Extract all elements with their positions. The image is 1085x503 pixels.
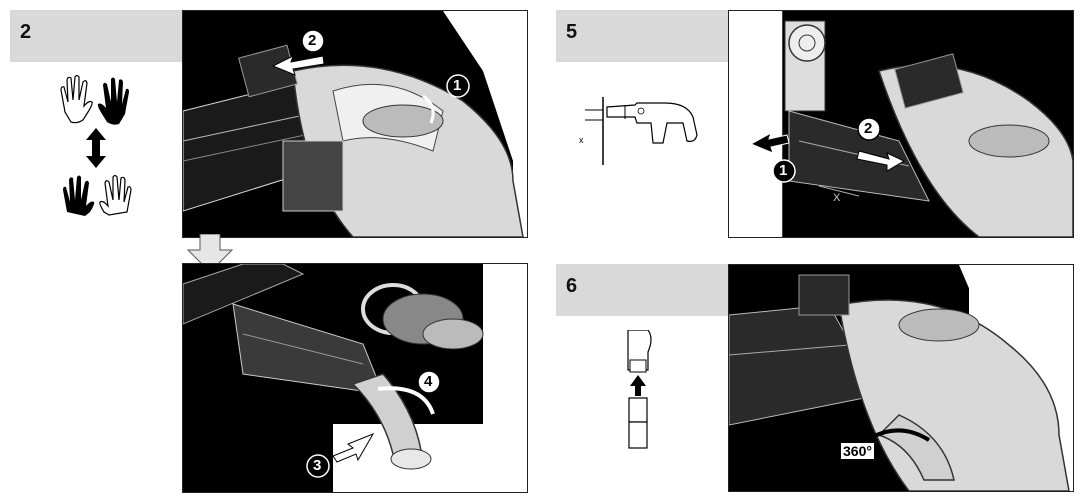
panel-x-label: X <box>833 192 841 204</box>
adapter-connection-diagram <box>618 329 658 450</box>
step-6-number: 6 <box>566 275 578 297</box>
step-5-callout-2: 2 <box>864 120 873 137</box>
step-6-header <box>556 264 728 316</box>
drill-depth-diagram: x <box>575 95 710 175</box>
callout-1: 1 <box>453 77 462 94</box>
down-arrow-icon <box>186 233 234 274</box>
step-2-bottom-illustration: 4 3 <box>182 263 528 493</box>
depth-x-label: x <box>579 135 584 145</box>
callout-3: 3 <box>313 457 322 474</box>
step-2-number: 2 <box>20 21 32 43</box>
callout-4: 4 <box>424 373 433 390</box>
step-5-header <box>556 10 728 62</box>
step-5-callout-1: 1 <box>779 162 788 179</box>
step-2-header <box>10 10 182 62</box>
step-6-illustration: 360° <box>728 264 1074 492</box>
callout-2: 2 <box>308 32 317 49</box>
hands-swap-icon <box>55 68 137 216</box>
step-2-top-illustration: 2 1 <box>182 10 528 238</box>
step-5-illustration: 1 2 X <box>728 10 1074 238</box>
step-5-number: 5 <box>566 21 578 43</box>
rotation-label: 360° <box>841 443 874 459</box>
